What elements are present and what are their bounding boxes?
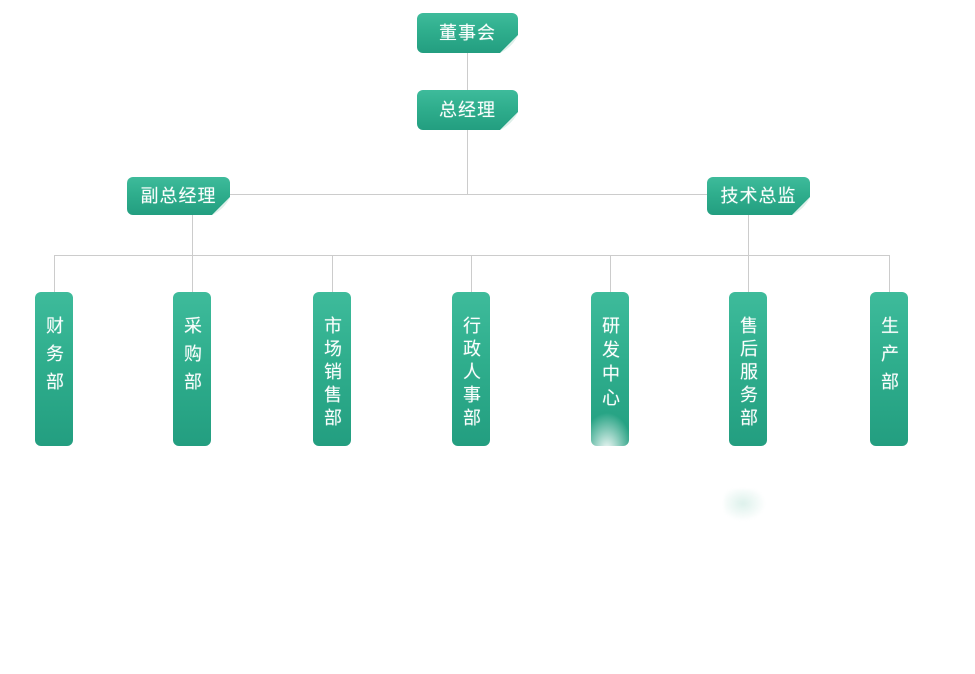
node-label: 董事会 xyxy=(439,23,496,43)
faint-smudge-artifact xyxy=(724,489,766,521)
node-label: 市场销售部 xyxy=(322,316,342,431)
connector-departments-bus xyxy=(54,255,890,256)
connector-deputy-gm-down xyxy=(192,215,193,292)
connector-gm-down xyxy=(467,130,468,194)
node-label: 技术总监 xyxy=(720,186,797,206)
node-dept-rd-center[interactable]: 研发中心 xyxy=(591,292,629,446)
node-label: 总经理 xyxy=(439,100,496,120)
node-dept-after-sales-service[interactable]: 售后服务部 xyxy=(729,292,767,446)
node-label: 行政人事部 xyxy=(461,316,481,431)
node-technical-director[interactable]: 技术总监 xyxy=(707,177,810,215)
connector-tech-director-down xyxy=(748,215,749,292)
node-general-manager[interactable]: 总经理 xyxy=(417,90,518,130)
connector-drop-marketing-sales xyxy=(332,255,333,292)
node-label: 采购部 xyxy=(182,316,202,400)
node-deputy-general-manager[interactable]: 副总经理 xyxy=(127,177,230,215)
connector-level3-bus xyxy=(230,194,707,195)
node-dept-admin-hr[interactable]: 行政人事部 xyxy=(452,292,490,446)
node-board[interactable]: 董事会 xyxy=(417,13,518,53)
node-label: 财务部 xyxy=(44,316,64,400)
node-label: 售后服务部 xyxy=(738,316,758,431)
corner-fold-icon xyxy=(792,197,810,215)
connector-board-to-gm xyxy=(467,53,468,90)
node-dept-production[interactable]: 生产部 xyxy=(870,292,908,446)
corner-fold-icon xyxy=(212,197,230,215)
corner-fold-icon xyxy=(500,112,518,130)
node-label: 研发中心 xyxy=(600,316,620,412)
node-dept-procurement[interactable]: 采购部 xyxy=(173,292,211,446)
connector-drop-production xyxy=(889,255,890,292)
node-label: 生产部 xyxy=(879,316,899,400)
node-dept-marketing-sales[interactable]: 市场销售部 xyxy=(313,292,351,446)
node-label: 副总经理 xyxy=(140,186,217,206)
connector-drop-admin-hr xyxy=(471,255,472,292)
connector-drop-rd-center xyxy=(610,255,611,292)
node-dept-finance[interactable]: 财务部 xyxy=(35,292,73,446)
connector-drop-finance xyxy=(54,255,55,292)
corner-fold-icon xyxy=(500,35,518,53)
